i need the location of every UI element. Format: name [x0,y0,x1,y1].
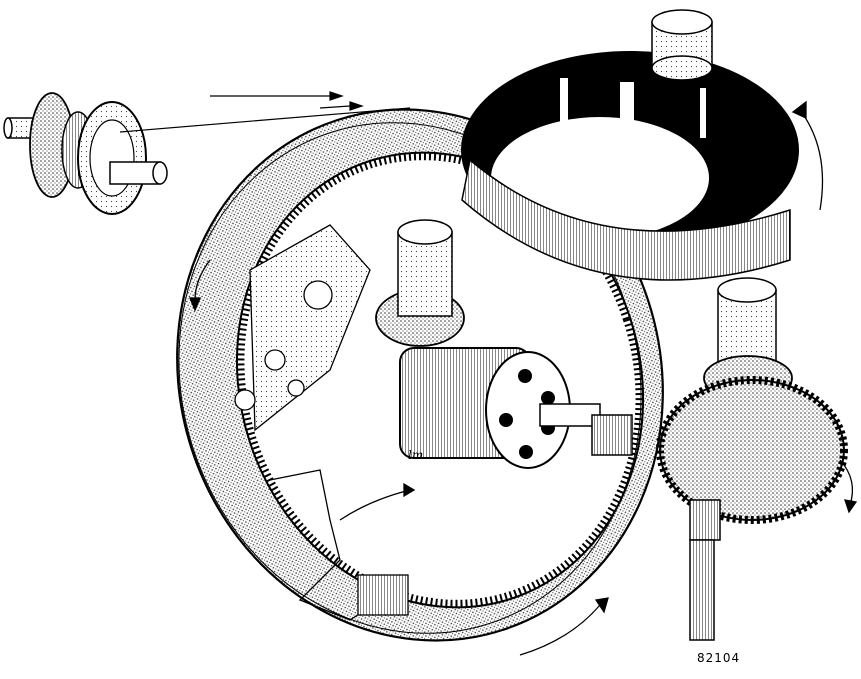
center-roller [375,219,465,347]
top-roller [651,9,713,81]
motor-cylinder [399,347,633,469]
output-shaft [689,499,721,641]
lower-linkage [269,469,409,621]
tension-mechanism [234,224,371,432]
figure-number: 82104 [697,651,741,665]
thread-arrow [119,91,411,133]
spur-gear [656,376,848,524]
upper-dark-ring [461,51,799,281]
artist-signature: lm [408,448,424,462]
drive-pulley [3,92,168,215]
rotation-arrows [189,100,858,656]
